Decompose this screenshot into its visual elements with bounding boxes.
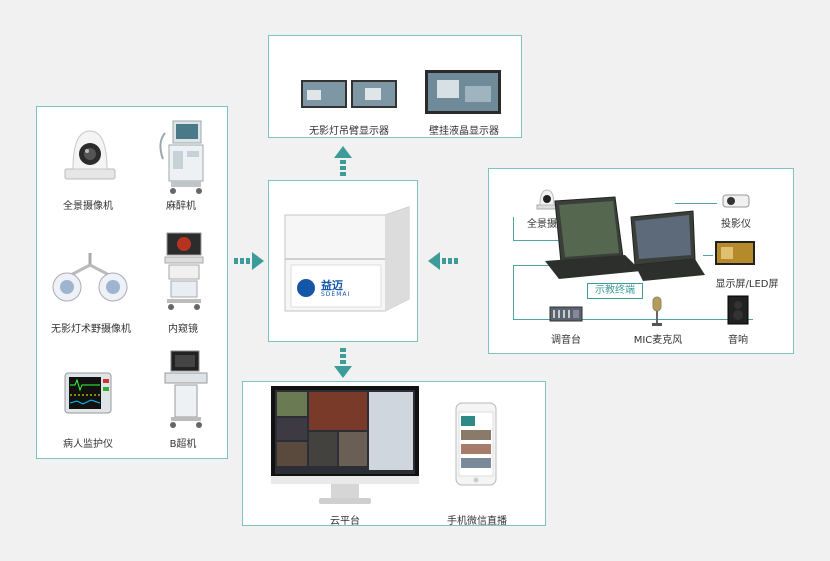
bottom-item-label: 手机微信直播 (447, 516, 507, 527)
central-host-unit-icon (284, 206, 410, 312)
connector-line (513, 265, 514, 319)
endoscope-icon (164, 232, 204, 310)
surgical-arm-display-icon (301, 80, 397, 108)
brand-logo-icon (297, 279, 315, 297)
panoramic-camera-icon (536, 189, 558, 210)
right-item-label: 全景摄像机 (527, 219, 577, 230)
arrow-left-icon (428, 252, 458, 270)
ptz-camera-icon (64, 130, 116, 180)
patient-monitor-icon (64, 372, 112, 414)
connector-line (513, 265, 559, 266)
cloud-platform-monitor-icon (271, 386, 419, 504)
right-item-label: 显示屏/LED屏 (715, 279, 779, 290)
top-display-panel: 无影灯吊臂显示器 壁挂液晶显示器 (268, 35, 522, 138)
speaker-icon (727, 295, 749, 325)
connector-line (675, 203, 717, 204)
left-item-label: B超机 (169, 439, 197, 450)
left-item-label: 麻醉机 (166, 201, 196, 212)
right-item-label: 调音台 (551, 335, 581, 346)
mobile-phone-icon (455, 402, 497, 486)
microphone-icon (652, 296, 662, 326)
arrow-down-icon (334, 348, 352, 378)
projector-icon (722, 194, 750, 208)
connector-line (703, 255, 713, 256)
anesthesia-machine-icon (159, 120, 204, 194)
teaching-terminal-badge: 示教终端 (587, 283, 643, 299)
right-teaching-panel: 全景摄像机 投影仪 显示屏/LED屏 示教终端 调音台 MIC麦克风 (488, 168, 794, 354)
bottom-item-label: 云平台 (330, 516, 360, 527)
audio-mixer-icon (549, 306, 583, 322)
bottom-output-panel: 云平台 手机微信直播 (242, 381, 546, 527)
brand-logo-subtext: SDEMAI (321, 291, 351, 298)
right-item-label: MIC麦克风 (633, 335, 683, 346)
left-item-label: 无影灯术野摄像机 (51, 324, 131, 335)
ultrasound-machine-icon (164, 350, 208, 428)
connector-line (513, 319, 753, 320)
top-item-label: 壁挂液晶显示器 (429, 126, 499, 137)
connector-line (513, 217, 561, 241)
arrow-right-icon (234, 252, 264, 270)
left-item-label: 病人监护仪 (63, 439, 113, 450)
right-item-label: 投影仪 (721, 219, 751, 230)
led-display-icon (715, 241, 755, 265)
teaching-terminal-laptop-icon (545, 196, 705, 281)
left-device-panel: 全景摄像机 麻醉机 无影灯术野摄像机 内窥镜 (36, 106, 228, 459)
left-item-label: 内窥镜 (168, 324, 198, 335)
wall-lcd-display-icon (425, 70, 501, 114)
right-item-label: 音响 (728, 335, 748, 346)
left-item-label: 全景摄像机 (63, 201, 113, 212)
top-item-label: 无影灯吊臂显示器 (309, 126, 389, 137)
central-host-panel: 益迈 SDEMAI (268, 180, 418, 342)
brand-logo-text: 益迈 (321, 279, 343, 292)
arrow-up-icon (334, 146, 352, 176)
surgical-light-camera-icon (52, 253, 128, 302)
